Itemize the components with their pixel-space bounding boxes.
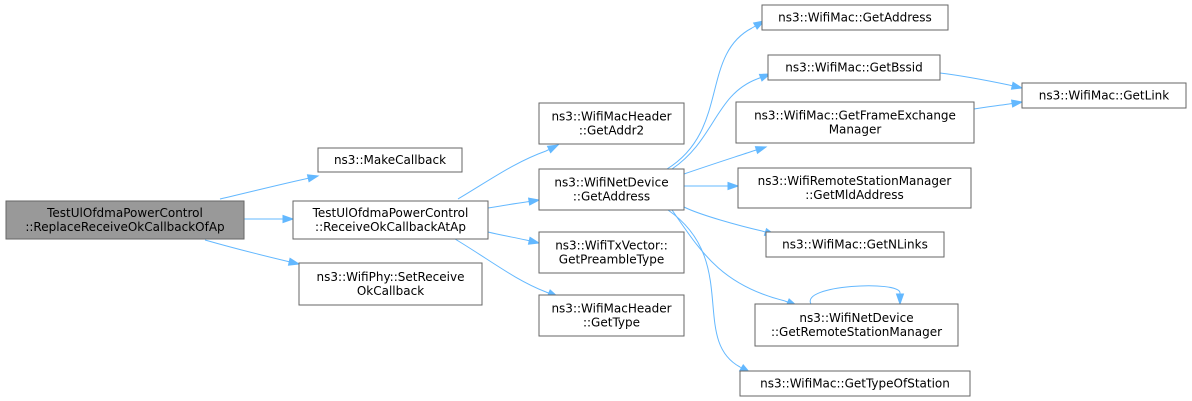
- node-getnlinks[interactable]: ns3::WifiMac::GetNLinks: [765, 231, 945, 258]
- edge-receiveok-to-getaddr2: [457, 144, 560, 200]
- node-box: [317, 147, 463, 173]
- node-label-line: ns3::WifiNetDevice: [799, 311, 913, 325]
- node-getaddr2[interactable]: ns3::WifiMacHeader::GetAddr2: [538, 102, 685, 145]
- edges-layer: [204, 20, 1024, 374]
- node-getmld[interactable]: ns3::WifiRemoteStationManager::GetMldAdd…: [737, 167, 972, 209]
- edge-getbssid-to-getlink: [939, 72, 1024, 90]
- node-box: [737, 167, 972, 209]
- node-box: [538, 231, 685, 274]
- edge-line-end: [1008, 84, 1023, 89]
- node-makecallback[interactable]: ns3::MakeCallback: [317, 147, 463, 173]
- node-label-line: ::GetAddress: [573, 190, 650, 204]
- node-label-line: ns3::WifiMac::GetLink: [1039, 89, 1169, 103]
- node-label-line: Manager: [829, 123, 882, 137]
- edge-getrsm-to-getrsm: [809, 285, 905, 306]
- node-box: [5, 200, 245, 240]
- node-label-line: ns3::WifiMacHeader: [551, 302, 671, 316]
- edge-line: [219, 178, 306, 200]
- node-getbssid[interactable]: ns3::WifiMac::GetBssid: [767, 54, 941, 81]
- edge-netdev_getaddress-to-getmld: [684, 181, 740, 191]
- node-box: [538, 102, 685, 145]
- node-label-line: ns3::WifiPhy::SetReceive: [317, 270, 465, 284]
- node-label-line: ::ReceiveOkCallbackAtAp: [315, 220, 466, 234]
- node-box: [538, 294, 685, 337]
- node-label-line: TestUlOfdmaPowerControl: [46, 206, 203, 220]
- node-label-line: ns3::WifiNetDevice: [554, 176, 668, 190]
- node-box: [754, 303, 959, 347]
- edge-line: [973, 103, 1010, 110]
- edge-line: [683, 206, 763, 232]
- edge-line: [939, 72, 1010, 86]
- edge-getfem-to-getlink: [973, 99, 1024, 110]
- node-gettype[interactable]: ns3::WifiMacHeader::GetType: [538, 294, 685, 337]
- node-label-line: ns3::WifiMac::GetAddress: [778, 11, 932, 25]
- edge-receiveok-to-getpreamble: [487, 231, 541, 245]
- node-label-line: ns3::MakeCallback: [334, 153, 446, 167]
- node-label-line: ns3::WifiMac::GetNLinks: [782, 238, 928, 252]
- node-box: [765, 231, 945, 258]
- edge-line-end: [525, 199, 540, 203]
- edge-line-end: [752, 146, 767, 152]
- node-root: TestUlOfdmaPowerControl::ReplaceReceiveO…: [5, 200, 245, 240]
- node-getlink[interactable]: ns3::WifiMac::GetLink: [1021, 82, 1187, 109]
- edge-line: [487, 201, 527, 209]
- node-box: [298, 262, 483, 306]
- edge-netdev_getaddress-to-getbssid: [671, 73, 772, 170]
- node-label-line: ns3::WifiMac::GetBssid: [785, 61, 923, 75]
- node-box: [761, 4, 949, 31]
- node-label-line: TestUlOfdmaPowerControl: [312, 206, 469, 220]
- node-label-line: ::ReplaceReceiveOkCallbackOfAp: [25, 220, 224, 234]
- edge-netdev_getaddress-to-mac_getaddress: [666, 20, 766, 170]
- node-box: [735, 101, 975, 144]
- edge-line: [204, 239, 287, 262]
- node-label-line: ::GetType: [583, 316, 640, 330]
- edge-line: [809, 285, 901, 305]
- edge-root-to-makecallback: [219, 174, 320, 200]
- node-box: [538, 168, 685, 211]
- node-getpreamble[interactable]: ns3::WifiTxVector::GetPreambleType: [538, 231, 685, 274]
- node-label-line: ns3::WifiTxVector::: [555, 239, 668, 253]
- node-gettypeofstation[interactable]: ns3::WifiMac::GetTypeOfStation: [739, 370, 971, 397]
- edge-line: [487, 231, 527, 241]
- node-label-line: ns3::WifiMac::GetTypeOfStation: [760, 377, 950, 391]
- node-label-line: ns3::WifiRemoteStationManager: [758, 174, 952, 188]
- node-box: [739, 370, 971, 397]
- edge-line-end: [285, 260, 300, 265]
- node-label-line: ::GetMldAddress: [805, 188, 904, 202]
- edge-line-end: [545, 144, 559, 152]
- node-label-line: ::GetRemoteStationManager: [771, 325, 942, 339]
- node-box: [292, 200, 489, 240]
- edge-line-end: [304, 175, 319, 180]
- nodes-layer: TestUlOfdmaPowerControl::ReplaceReceiveO…: [5, 4, 1187, 397]
- node-label-line: ns3::WifiMac::GetFrameExchange: [754, 109, 956, 123]
- node-receiveok[interactable]: TestUlOfdmaPowerControl::ReceiveOkCallba…: [292, 200, 489, 240]
- node-getrsm[interactable]: ns3::WifiNetDevice::GetRemoteStationMana…: [754, 303, 959, 347]
- edge-line: [457, 150, 547, 200]
- edge-netdev_getaddress-to-getnlinks: [683, 206, 777, 236]
- node-box: [767, 54, 941, 81]
- edge-line: [454, 238, 547, 293]
- edge-root-to-receiveok: [244, 214, 295, 224]
- edge-receiveok-to-netdev_getaddress: [487, 197, 541, 209]
- edge-line: [666, 27, 753, 170]
- node-label-line: OkCallback: [357, 284, 424, 298]
- edge-line: [667, 209, 741, 368]
- node-label-line: GetPreambleType: [559, 253, 664, 267]
- edge-line-end: [1008, 101, 1023, 105]
- node-label-line: ns3::WifiMacHeader: [551, 110, 671, 124]
- edge-root-to-setreceive: [204, 239, 301, 266]
- edge-line: [671, 209, 786, 302]
- edge-line: [671, 78, 758, 170]
- edge-netdev_getaddress-to-getfem: [683, 146, 768, 175]
- node-label-line: ::GetAddr2: [579, 124, 644, 138]
- node-box: [1021, 82, 1187, 109]
- node-mac_getaddress[interactable]: ns3::WifiMac::GetAddress: [761, 4, 949, 31]
- edge-line: [683, 150, 754, 175]
- node-netdev_getaddress[interactable]: ns3::WifiNetDevice::GetAddress: [538, 168, 685, 211]
- edge-line-end: [525, 239, 540, 244]
